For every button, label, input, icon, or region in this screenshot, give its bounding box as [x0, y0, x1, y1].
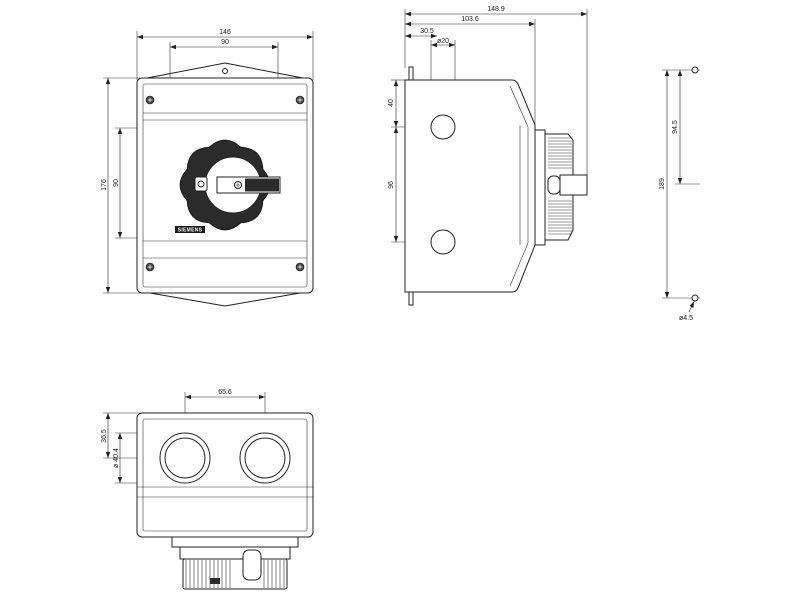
screw-slot	[297, 264, 303, 270]
mounting-plate-top	[408, 66, 414, 80]
dimension-label-hole-diameter: ø 40.4	[113, 448, 120, 468]
dimension-label-hole-offset: 30.5	[420, 28, 434, 35]
dimension-label-width-panel: 90	[221, 39, 229, 46]
knob-collar	[179, 546, 291, 560]
logo-text: SIEMENS	[178, 228, 203, 234]
mounting-hole-bottom	[691, 294, 699, 302]
mounting-hole-view: 189 94.5 ø4.5	[659, 66, 700, 322]
knob-marker	[210, 578, 220, 584]
bottom-body-outline	[136, 412, 314, 538]
dimension-label-width-overall: 146	[219, 29, 231, 36]
knob-pivot	[547, 175, 561, 195]
knob-pivot	[242, 549, 262, 581]
knob-grip-ridges	[548, 137, 572, 235]
screw-bottom-right	[295, 262, 305, 272]
top-mounting-tab	[141, 62, 309, 80]
dimension-label-hole-spacing: 96	[388, 181, 395, 189]
screw-bottom-left	[145, 262, 155, 272]
front-view: 146 90 176 90	[101, 29, 314, 307]
bottom-mounting-tab	[149, 292, 301, 307]
dimension-label-depth-overall: 148.9	[487, 6, 505, 13]
dimension-label-height-overall: 176	[101, 179, 108, 191]
bottom-view: 65.6 36.5 ø 40.4	[101, 389, 314, 590]
knob-flange	[171, 536, 299, 548]
dimension-label-hole-diameter: ø4.5	[679, 315, 693, 322]
cable-entry-hole-bottom	[430, 229, 456, 255]
leader-line-hole-diameter	[688, 301, 695, 313]
side-body-outline	[404, 79, 536, 293]
dimension-label-hole-spacing: 189	[659, 178, 666, 190]
dimension-label-hole-half-spacing: 94.5	[672, 120, 679, 134]
dimension-label-height-panel: 90	[113, 179, 120, 187]
cable-entry-right-inner	[244, 437, 286, 479]
cable-entry-hole-top	[430, 114, 456, 140]
mounting-plate-bottom	[408, 292, 414, 306]
bottom-body-inner-edge	[142, 418, 308, 532]
cable-entry-left-inner	[164, 437, 206, 479]
cable-entry-right-outer	[239, 432, 291, 484]
brand-logo: SIEMENS	[175, 226, 205, 234]
screw-top-left	[145, 95, 155, 105]
rotary-knob	[179, 139, 281, 231]
dimension-label-hole-diameter: ø20	[437, 38, 449, 45]
knob-screw-cross	[235, 182, 241, 188]
logo-plate	[175, 226, 205, 233]
knob-grip-body	[182, 558, 288, 590]
mounting-hole-top	[691, 66, 699, 74]
knob-grip-ridges	[185, 560, 285, 588]
padlock-hole-frame	[194, 176, 208, 192]
screw-top-right	[295, 95, 305, 105]
screw-slot	[147, 97, 153, 103]
cable-entry-left-outer	[159, 432, 211, 484]
enclosure-inner-edge	[142, 83, 308, 288]
screw-slot	[297, 97, 303, 103]
dimension-label-depth-body: 103.6	[461, 16, 479, 23]
knob-collar	[534, 129, 546, 246]
dimension-label-hole-spacing: 65.6	[218, 389, 232, 396]
screw-slot	[147, 264, 153, 270]
dimension-label-hole-offset: 36.5	[101, 429, 108, 443]
knob-handle-side	[559, 174, 588, 196]
dimension-label-hole-top: 40	[388, 99, 395, 107]
padlock-hole	[197, 180, 205, 188]
knob-handle-grip	[245, 178, 279, 192]
side-view: 148.9 103.6 30.5 ø20 40 96	[388, 6, 588, 306]
top-mounting-hole	[222, 68, 228, 74]
lid-profile-line	[509, 85, 529, 287]
